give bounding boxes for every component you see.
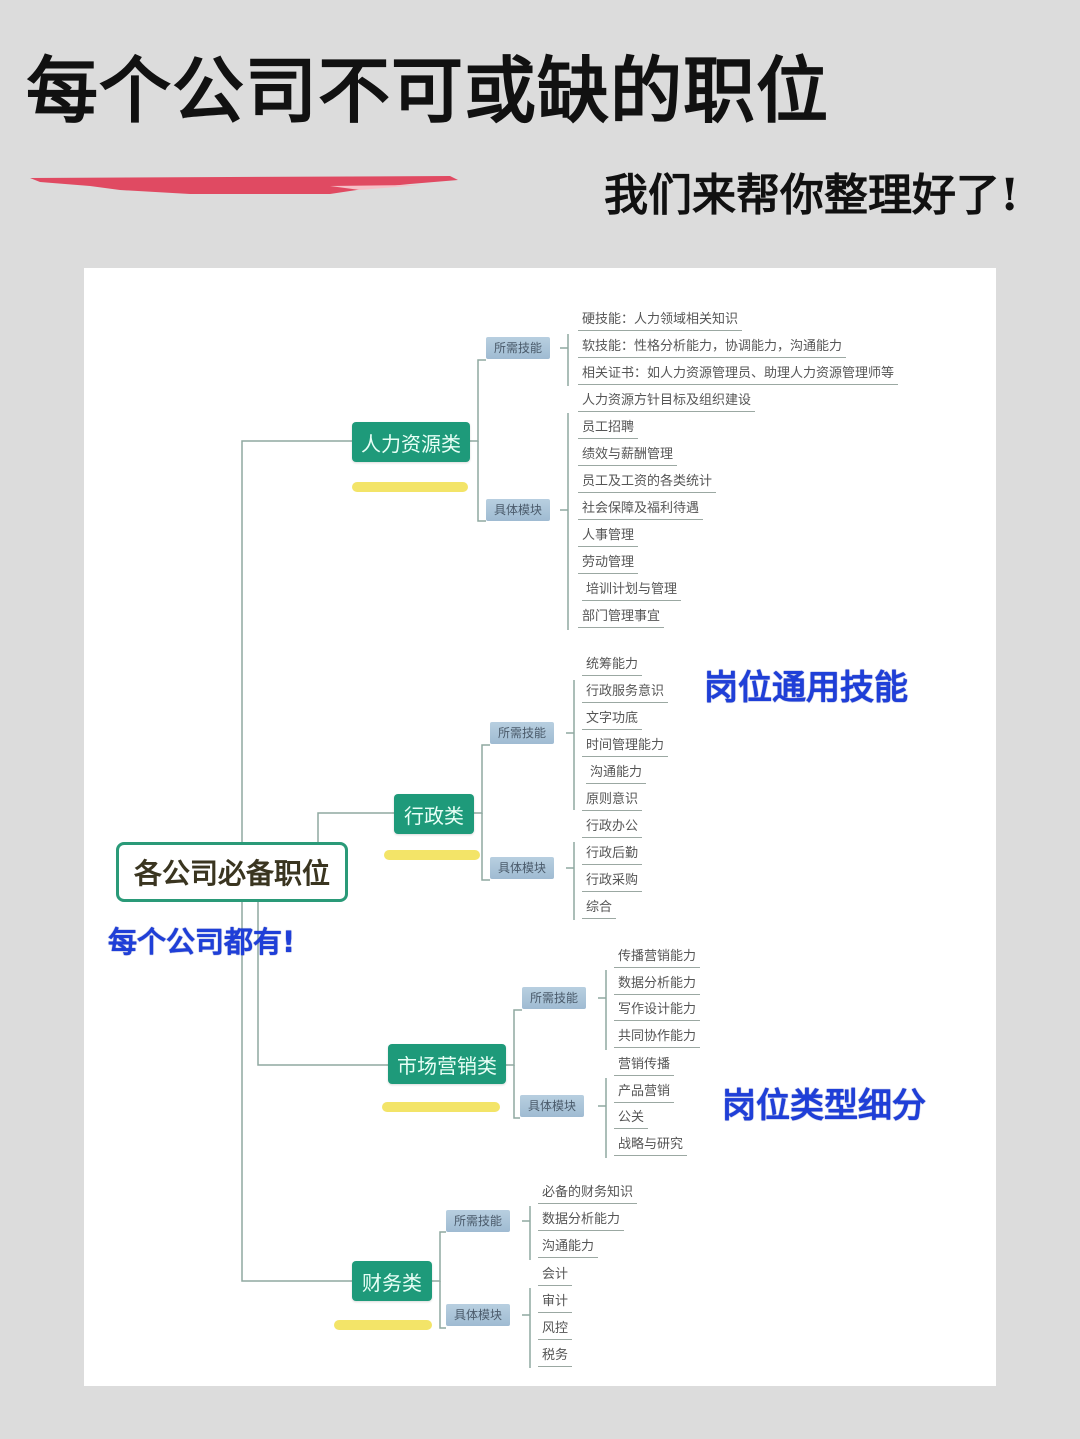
leaf-item[interactable]: 数据分析能力 [538, 1210, 625, 1231]
leaf-item[interactable]: 沟通能力 [538, 1237, 599, 1258]
leaf-item[interactable]: 营销传播 [614, 1055, 675, 1076]
root-node[interactable]: 各公司必备职位 [116, 842, 348, 902]
leaf-item[interactable]: 行政后勤 [582, 844, 643, 865]
leaf-item[interactable]: 劳动管理 [578, 553, 639, 574]
branch-chip-marketing-modules[interactable]: 具体模块 [520, 1095, 585, 1117]
leaf-item[interactable]: 行政采购 [582, 871, 643, 892]
leaf-item[interactable]: 员工及工资的各类统计 [578, 472, 717, 493]
leaf-item[interactable]: 硬技能：人力领域相关知识 [578, 310, 743, 331]
leaf-item[interactable]: 绩效与薪酬管理 [578, 445, 678, 466]
leaf-item[interactable]: 人事管理 [578, 526, 639, 547]
leaf-item[interactable]: 风控 [538, 1319, 573, 1340]
page-subtitle: 我们来帮你整理好了! [604, 170, 1020, 221]
leaf-item[interactable]: 审计 [538, 1292, 573, 1313]
leaf-item[interactable]: 战略与研究 [614, 1135, 688, 1156]
leaf-item[interactable]: 原则意识 [582, 790, 643, 811]
leaf-item[interactable]: 产品营销 [614, 1082, 675, 1103]
leaf-item[interactable]: 培训计划与管理 [582, 580, 682, 601]
leaf-item[interactable]: 数据分析能力 [614, 974, 701, 995]
branch-chip-finance-modules[interactable]: 具体模块 [446, 1304, 511, 1326]
category-node-finance[interactable]: 财务类 [352, 1261, 432, 1301]
leaf-item[interactable]: 沟通能力 [586, 763, 647, 784]
branch-chip-hr-modules[interactable]: 具体模块 [486, 499, 551, 521]
leaf-item[interactable]: 公关 [614, 1108, 649, 1129]
leaf-item[interactable]: 写作设计能力 [614, 1000, 701, 1021]
highlight-mark [352, 482, 468, 492]
leaf-item[interactable]: 统筹能力 [582, 655, 643, 676]
highlight-mark [384, 850, 480, 860]
leaf-item[interactable]: 文字功底 [582, 709, 643, 730]
leaf-item[interactable]: 行政服务意识 [582, 682, 669, 703]
annotation-general-skills: 岗位通用技能 [704, 668, 908, 708]
highlight-mark [382, 1102, 500, 1112]
branch-chip-finance-skills[interactable]: 所需技能 [446, 1210, 511, 1232]
leaf-item[interactable]: 人力资源方针目标及组织建设 [578, 391, 756, 412]
leaf-item[interactable]: 部门管理事宜 [578, 607, 665, 628]
branch-chip-hr-skills[interactable]: 所需技能 [486, 337, 551, 359]
annotation-every-company: 每个公司都有! [108, 925, 296, 959]
red-brush-stroke-icon [30, 176, 458, 194]
leaf-item[interactable]: 必备的财务知识 [538, 1183, 638, 1204]
leaf-item[interactable]: 共同协作能力 [614, 1027, 701, 1048]
category-node-hr[interactable]: 人力资源类 [352, 422, 470, 462]
leaf-item[interactable]: 传播营销能力 [614, 947, 701, 968]
leaf-item[interactable]: 相关证书：如人力资源管理员、助理人力资源管理师等 [578, 364, 899, 385]
leaf-item[interactable]: 行政办公 [582, 817, 643, 838]
mindmap-canvas [84, 268, 996, 1386]
branch-chip-marketing-skills[interactable]: 所需技能 [522, 987, 587, 1009]
leaf-item[interactable]: 员工招聘 [578, 418, 639, 439]
leaf-item[interactable]: 会计 [538, 1265, 573, 1286]
highlight-mark [334, 1320, 432, 1330]
leaf-item[interactable]: 软技能：性格分析能力，协调能力，沟通能力 [578, 337, 847, 358]
category-node-marketing[interactable]: 市场营销类 [388, 1044, 506, 1084]
leaf-item[interactable]: 税务 [538, 1346, 573, 1367]
page-title: 每个公司不可或缺的职位 [26, 48, 830, 133]
leaf-item[interactable]: 综合 [582, 898, 617, 919]
category-node-admin[interactable]: 行政类 [394, 794, 474, 834]
annotation-type-breakdown: 岗位类型细分 [722, 1086, 926, 1126]
leaf-item[interactable]: 社会保障及福利待遇 [578, 499, 704, 520]
branch-chip-admin-modules[interactable]: 具体模块 [490, 857, 555, 879]
leaf-item[interactable]: 时间管理能力 [582, 736, 669, 757]
branch-chip-admin-skills[interactable]: 所需技能 [490, 722, 555, 744]
